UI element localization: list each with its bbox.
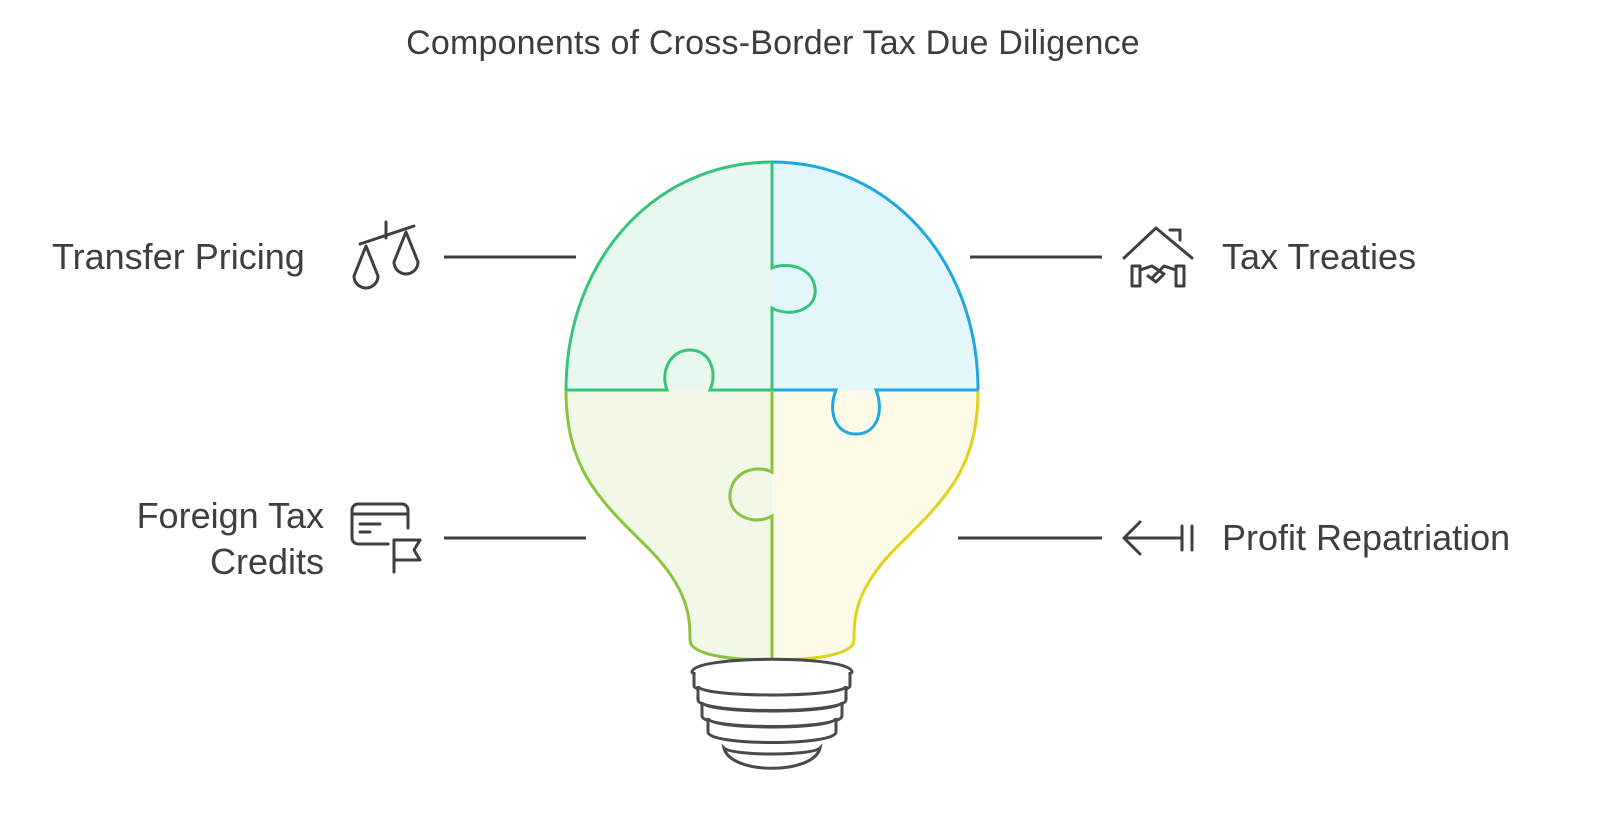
divider-bottom-vertical: [728, 390, 774, 660]
outline-bottom-left: [564, 389, 773, 662]
house-handshake-icon: [1122, 226, 1194, 288]
arrow-return-icon: [1122, 520, 1194, 556]
label-transfer-pricing: Transfer Pricing: [52, 236, 305, 277]
diagram-title: Components of Cross-Border Tax Due Dilig…: [406, 24, 1140, 62]
quadrant-top-right: [772, 162, 978, 390]
scales-icon: [352, 220, 420, 290]
outline-bottom-right: [771, 389, 980, 662]
label-tax-treaties: Tax Treaties: [1222, 236, 1417, 277]
card-flag-icon: [350, 502, 422, 574]
quadrant-top-left: [566, 162, 772, 390]
label-foreign-tax-credits-line1: Foreign Tax: [136, 495, 324, 536]
quadrant-bottom-left: [566, 390, 772, 660]
divider-left-horizontal: [566, 348, 772, 392]
label-profit-repatriation: Profit Repatriation: [1222, 517, 1511, 558]
quadrant-bottom-right: [772, 390, 978, 660]
label-foreign-tax-credits-line2: Credits: [209, 541, 324, 582]
divider-right-horizontal: [772, 388, 978, 436]
label-foreign-tax-credits: Foreign Tax Credits: [60, 493, 324, 585]
outline-top-left: [564, 160, 773, 391]
outline-top-right: [771, 160, 980, 391]
bulb-base: [690, 657, 854, 770]
divider-top-vertical: [770, 162, 817, 390]
